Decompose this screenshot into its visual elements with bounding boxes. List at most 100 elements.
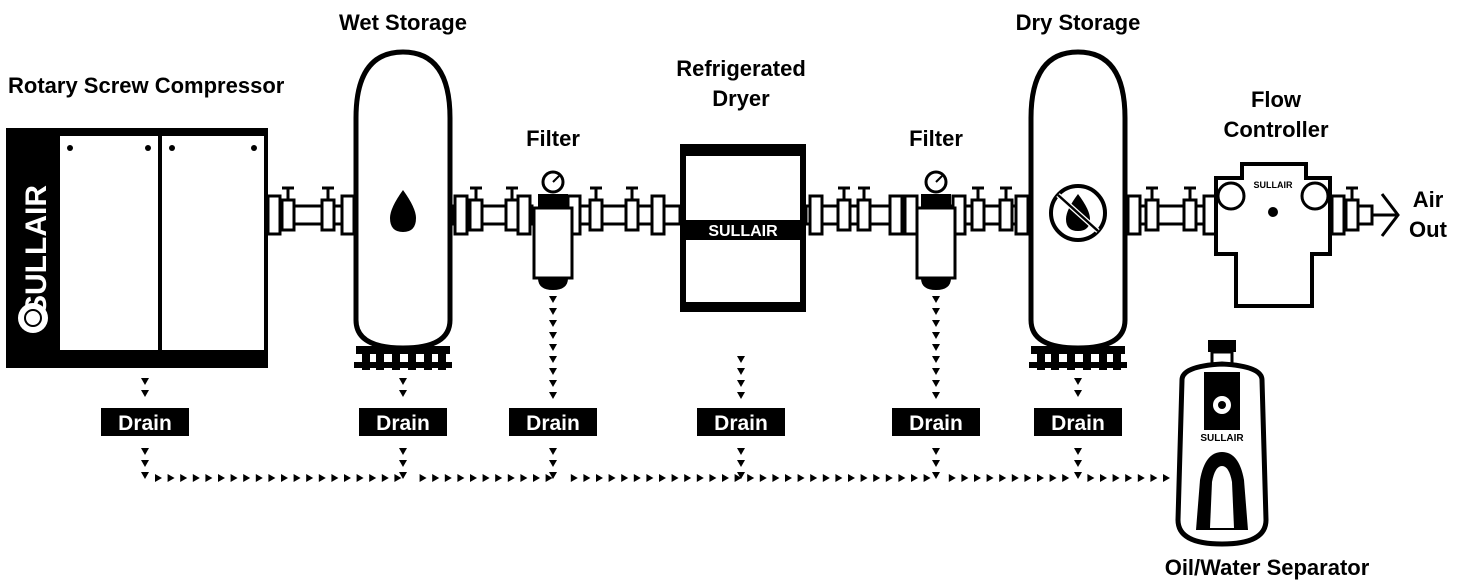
- drain-arrow-down: [141, 448, 149, 455]
- drain-arrow-down: [1074, 378, 1082, 385]
- drain-arrow-right: [835, 474, 843, 482]
- drain-arrow-right: [747, 474, 755, 482]
- drain-arrow-right: [306, 474, 314, 482]
- drain-arrow-down: [549, 344, 557, 351]
- compressor-logo-icon: [18, 303, 48, 333]
- drain-arrow-down: [549, 460, 557, 467]
- drain-arrow-down: [932, 320, 940, 327]
- valve-handles: [282, 186, 1358, 200]
- drain-arrow-down: [932, 332, 940, 339]
- drain-arrow-down: [932, 344, 940, 351]
- drain-arrow-right: [1125, 474, 1133, 482]
- drain-arrow-down: [549, 368, 557, 375]
- drain-arrow-right: [255, 474, 263, 482]
- drain-arrow-down: [141, 472, 149, 479]
- drain-arrow-right: [369, 474, 377, 482]
- drain-arrow-down: [1074, 460, 1082, 467]
- drain-boxes: Drain Drain Drain Drain Drain Drain: [101, 408, 1122, 436]
- drain-arrow-right: [218, 474, 225, 482]
- drain-arrow-down: [737, 472, 745, 479]
- dry-storage-tank: [1028, 49, 1128, 370]
- drain-arrow-down: [932, 308, 940, 315]
- drain-arrow-right: [1087, 474, 1095, 482]
- drain-arrow-down: [932, 296, 940, 303]
- drain-arrow-right: [1137, 474, 1145, 482]
- drain-arrow-down: [549, 332, 557, 339]
- drain-arrow-right: [495, 474, 503, 482]
- drain-arrow-right: [432, 474, 440, 482]
- drain-arrow-right: [444, 474, 452, 482]
- oil-water-separator: SULLAIR: [1175, 340, 1269, 547]
- drain-arrow-right: [759, 474, 767, 482]
- drain-arrow-right: [734, 474, 742, 482]
- filter-1: [532, 170, 574, 290]
- drain-arrow-down: [549, 320, 557, 327]
- drain-arrow-down: [399, 460, 407, 467]
- drain-arrow-down: [932, 380, 940, 387]
- drain-arrow-right: [1163, 474, 1170, 482]
- label-separator: Oil/Water Separator: [1165, 555, 1370, 580]
- drain-arrow-right: [192, 474, 200, 482]
- drain-box-filter-1: [509, 408, 597, 436]
- drain-arrow-right: [696, 474, 704, 482]
- drain-arrow-right: [873, 474, 881, 482]
- drain-arrow-right: [331, 474, 339, 482]
- drain-arrow-down: [737, 356, 745, 363]
- drain-label: Drain: [526, 412, 580, 435]
- drain-arrow-right: [974, 474, 981, 482]
- drain-arrow-right: [155, 474, 162, 482]
- drain-arrow-down: [932, 392, 940, 399]
- drain-arrow-down: [549, 448, 557, 455]
- flow-controller: SULLAIR: [1214, 162, 1332, 308]
- label-flow-line1: Flow: [1251, 87, 1302, 112]
- drain-arrow-right: [1150, 474, 1158, 482]
- drain-arrow-right: [381, 474, 389, 482]
- drain-arrow-right: [167, 474, 175, 482]
- drain-arrow-right: [961, 474, 969, 482]
- drain-label: Drain: [376, 412, 430, 435]
- drain-arrow-right: [570, 474, 578, 482]
- drain-arrow-right: [520, 474, 528, 482]
- drain-flow-arrows: [141, 296, 1170, 482]
- label-filter-1: Filter: [526, 126, 580, 151]
- drain-arrow-right: [344, 474, 351, 482]
- filter-2: [915, 170, 957, 290]
- drain-arrow-right: [394, 474, 402, 482]
- drain-box-filter-2: [892, 408, 980, 436]
- label-dryer-line2: Dryer: [712, 86, 770, 111]
- drain-arrow-right: [180, 474, 188, 482]
- wet-storage-tank: [353, 49, 453, 370]
- drain-arrow-right: [860, 474, 868, 482]
- drain-arrow-right: [205, 474, 213, 482]
- drain-arrow-down: [399, 448, 407, 455]
- drain-arrow-down: [549, 472, 557, 479]
- label-air-line1: Air: [1413, 187, 1444, 212]
- drain-arrow-right: [722, 474, 729, 482]
- drain-arrow-down: [932, 472, 940, 479]
- drain-arrow-down: [737, 380, 745, 387]
- dryer-brand-text: SULLAIR: [708, 223, 778, 240]
- drain-arrow-right: [482, 474, 490, 482]
- drain-arrow-right: [898, 474, 906, 482]
- drain-box-compressor: [101, 408, 189, 436]
- drain-arrow-down: [399, 472, 407, 479]
- drain-arrow-right: [281, 474, 288, 482]
- label-compressor: Rotary Screw Compressor: [8, 73, 285, 98]
- drain-arrow-right: [419, 474, 427, 482]
- drain-arrow-right: [797, 474, 805, 482]
- label-wet-storage: Wet Storage: [339, 10, 467, 35]
- drain-label: Drain: [1051, 412, 1105, 435]
- drain-arrow-down: [737, 392, 745, 399]
- drain-label: Drain: [714, 412, 768, 435]
- drain-arrow-down: [1074, 448, 1082, 455]
- drain-box-wet-storage: [359, 408, 447, 436]
- drain-arrow-right: [1037, 474, 1044, 482]
- drain-arrow-right: [507, 474, 515, 482]
- drain-arrow-right: [671, 474, 679, 482]
- drain-arrow-down: [141, 460, 149, 467]
- drain-arrow-right: [608, 474, 616, 482]
- label-dryer-line1: Refrigerated: [676, 56, 806, 81]
- drain-arrow-right: [470, 474, 477, 482]
- drain-arrow-right: [268, 474, 276, 482]
